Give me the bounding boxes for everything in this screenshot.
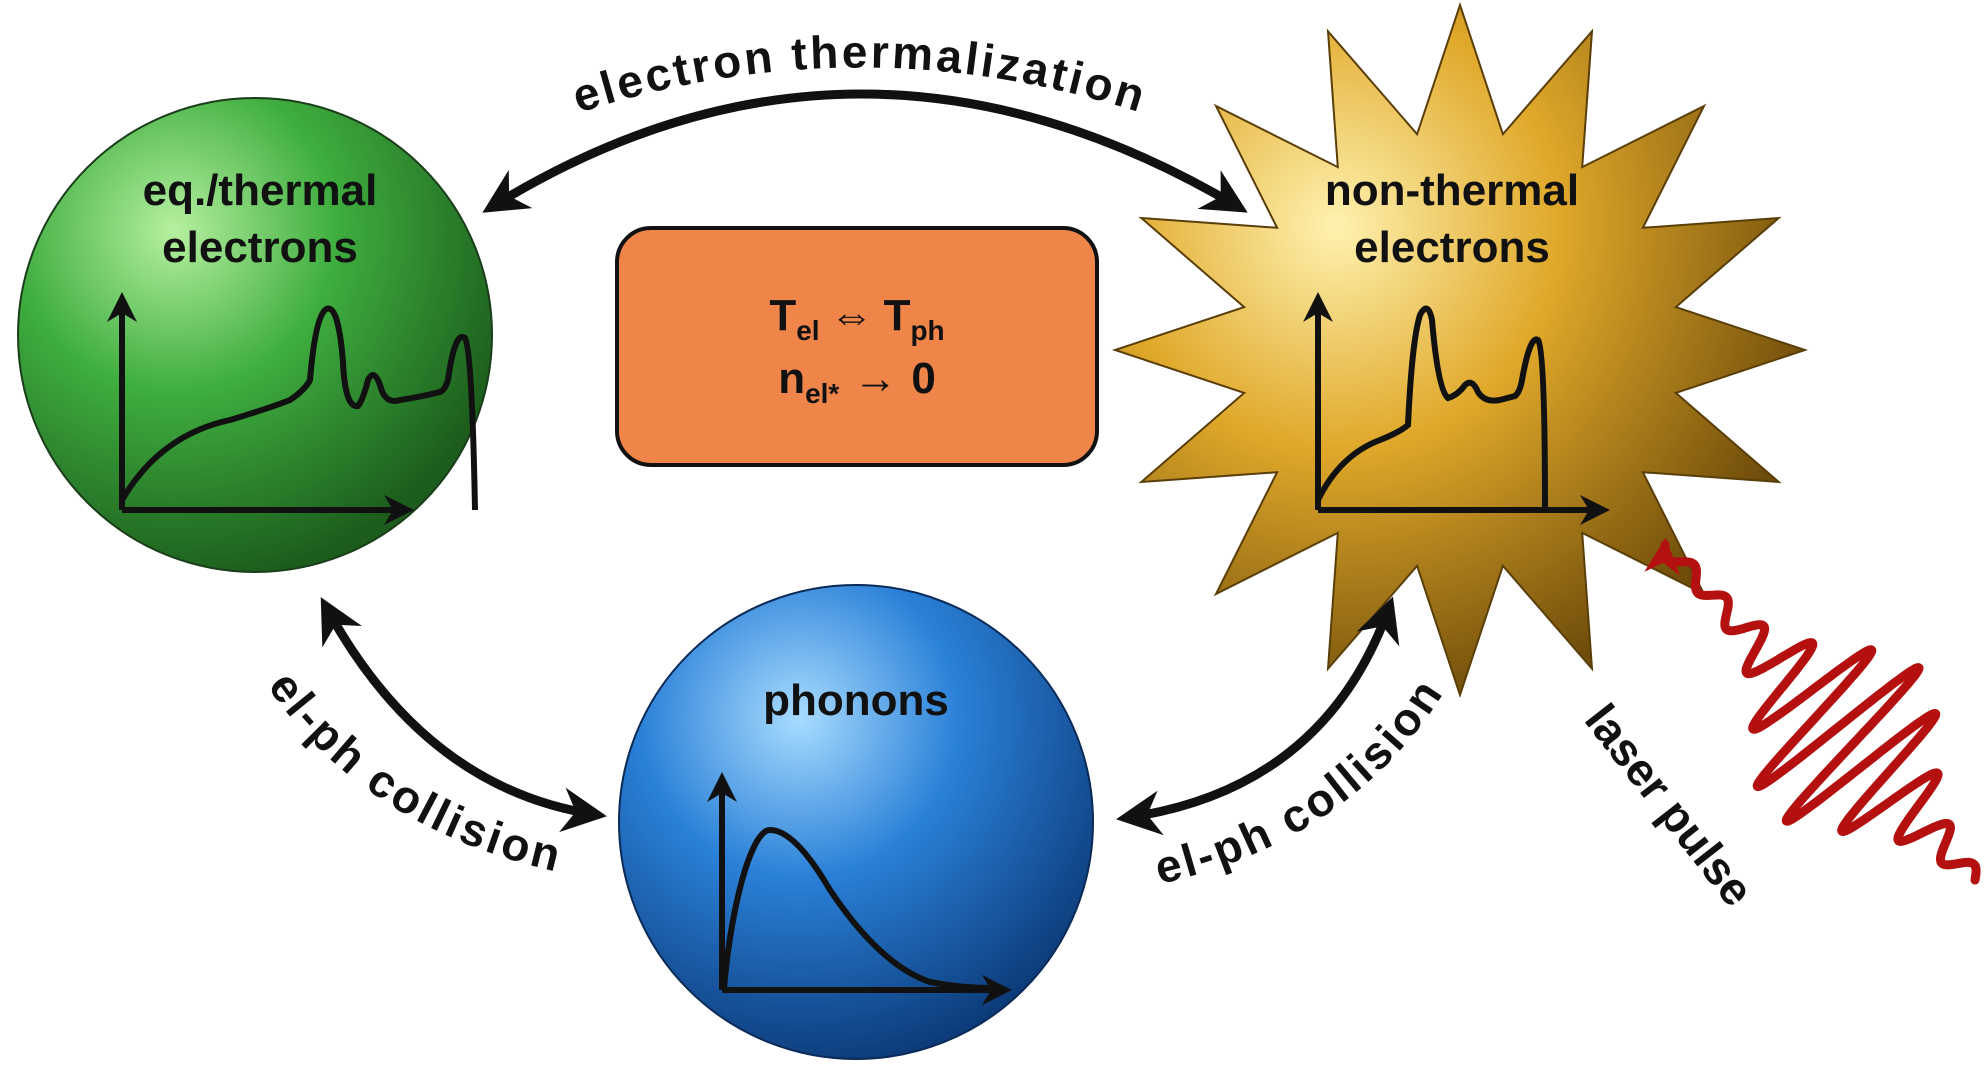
nonthermal-distribution-plot xyxy=(1303,292,1610,525)
left-collision-arrow xyxy=(320,597,607,833)
thermal-title-line2: electrons xyxy=(162,223,358,272)
laser-pulse-label: laser pulse xyxy=(1575,694,1764,915)
thermalization-label: electron thermalization xyxy=(566,25,1154,122)
relation-line2: nel*→0 xyxy=(778,354,936,409)
relation-line1: Tel⇔Tph xyxy=(769,291,944,346)
left-collision-label: el-ph collision xyxy=(259,661,569,882)
temperature-relation-box: Tel⇔Tph nel*→0 xyxy=(615,226,1099,467)
thermal-distribution-plot xyxy=(107,292,478,525)
phonons-node: phonons xyxy=(618,584,1094,1060)
phonons-title: phonons xyxy=(763,676,949,725)
nonthermal-title-line2: electrons xyxy=(1354,223,1550,272)
right-collision-label: el-ph collision xyxy=(1149,668,1453,894)
thermalization-arrow xyxy=(482,89,1248,213)
nonthermal-electrons-node: non-thermal electrons xyxy=(1111,1,1809,699)
phonons-distribution-plot xyxy=(707,772,1012,1005)
thermal-title-line1: eq./thermal xyxy=(143,166,378,215)
right-collision-arrow xyxy=(1116,596,1400,836)
laser-pulse: laser pulse xyxy=(1575,537,1981,916)
thermal-electrons-node: eq./thermal electrons xyxy=(17,97,493,573)
nonthermal-title-line1: non-thermal xyxy=(1325,166,1579,215)
